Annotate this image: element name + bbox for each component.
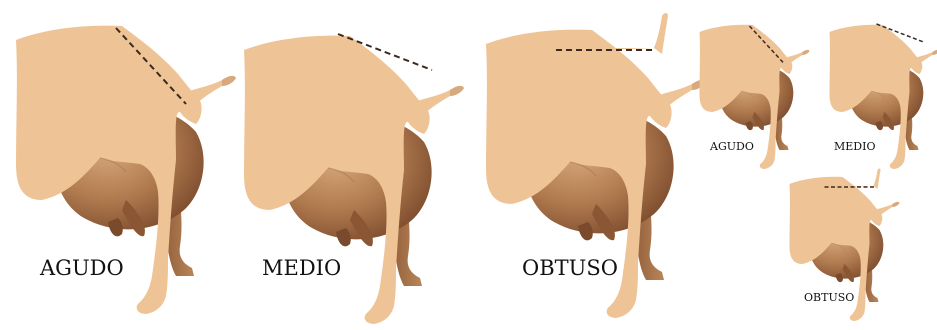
rump-figure-medio [236,10,466,330]
small-label-agudo: AGUDO [710,140,754,153]
small-label-obtuso: OBTUSO [804,291,854,304]
small-label-medio: MEDIO [834,140,875,153]
rump-silhouette-medio [236,10,466,330]
label-medio: MEDIO [262,256,341,280]
label-agudo: AGUDO [40,256,124,280]
label-obtuso: OBTUSO [522,256,618,280]
